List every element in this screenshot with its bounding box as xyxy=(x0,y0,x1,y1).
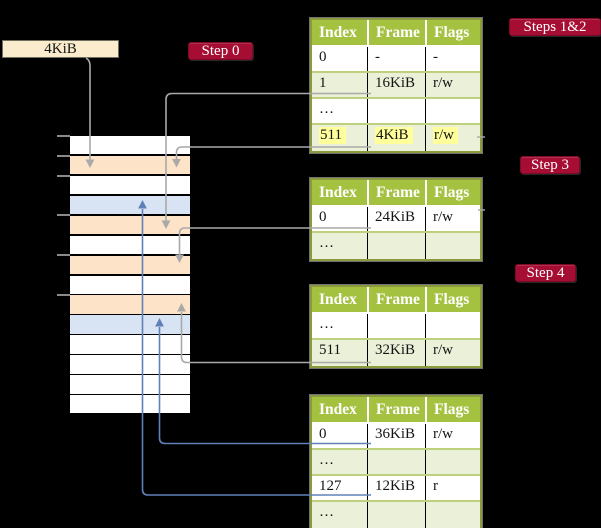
cell-index: 0 xyxy=(319,209,327,225)
highlight: 4KiB xyxy=(375,127,413,144)
table-row: 0 - - xyxy=(312,47,480,73)
memory-tick xyxy=(57,174,70,177)
table-row-ellipsis: … xyxy=(312,314,480,340)
memory-frame-row xyxy=(70,315,190,334)
cell-frame: 12KiB xyxy=(367,476,425,500)
column-header-flags: Flags xyxy=(425,20,480,45)
memory-tick xyxy=(57,154,70,157)
cell-index: … xyxy=(319,316,334,332)
cell-flags: r/w xyxy=(425,424,480,448)
cell-index: 0 xyxy=(319,49,327,65)
cell-index: 1 xyxy=(319,75,327,91)
column-header-index: Index xyxy=(319,291,357,308)
memory-tick xyxy=(57,214,70,216)
table-row: 127 12KiB r xyxy=(312,476,480,502)
cell-index: … xyxy=(319,235,334,251)
table-row: 511 32KiB r/w xyxy=(312,340,480,366)
column-header-index: Index xyxy=(319,184,357,201)
cell-index: 127 xyxy=(319,478,342,494)
memory-frame-row xyxy=(70,215,190,235)
frame-size-box: 4KiB xyxy=(2,40,119,58)
memory-frame-row xyxy=(70,195,190,215)
memory-frame-row xyxy=(70,235,190,255)
memory-frame-row xyxy=(70,375,190,394)
cell-index: … xyxy=(319,452,334,468)
highlight: r/w xyxy=(433,127,458,144)
memory-frame-row xyxy=(70,155,190,175)
column-header-flags: Flags xyxy=(425,397,480,422)
cell-flags: r/w xyxy=(425,125,480,151)
column-header-frame: Frame xyxy=(367,287,425,312)
step0-badge: Step 0 xyxy=(188,42,253,60)
table-row: 0 24KiB r/w xyxy=(312,207,480,233)
memory-frame-row xyxy=(70,255,190,274)
cell-frame xyxy=(367,233,425,259)
cell-flags xyxy=(425,99,480,123)
memory-frame-row xyxy=(70,175,190,195)
cell-index: 0 xyxy=(319,426,327,442)
cell-frame: 24KiB xyxy=(367,207,425,231)
memory-tick xyxy=(57,293,70,296)
memory-tick xyxy=(57,134,70,137)
cell-frame: 4KiB xyxy=(367,125,425,151)
cell-flags xyxy=(425,233,480,259)
memory-frame-row xyxy=(70,136,190,155)
table-header-row: Index Frame Flags xyxy=(312,20,480,47)
page-table-step4: Index Frame Flags … 511 32KiB r/w xyxy=(310,285,482,368)
column-header-frame: Frame xyxy=(367,180,425,205)
cell-flags: r/w xyxy=(425,340,480,366)
column-header-frame: Frame xyxy=(367,20,425,45)
step3-badge: Step 3 xyxy=(520,156,580,174)
table-header-row: Index Frame Flags xyxy=(312,180,480,207)
page-table-root: Index Frame Flags 0 - - 1 16KiB r/w … 51… xyxy=(310,18,482,153)
table-row: 1 16KiB r/w xyxy=(312,73,480,99)
cell-flags xyxy=(425,450,480,474)
cell-frame: 16KiB xyxy=(367,73,425,97)
memory-frame-row xyxy=(70,355,190,374)
cell-index: … xyxy=(319,101,334,117)
column-header-index: Index xyxy=(319,401,357,418)
cell-frame xyxy=(367,502,425,528)
table-row-ellipsis: … xyxy=(312,233,480,259)
highlight: 511 xyxy=(319,127,346,144)
cell-frame: - xyxy=(367,47,425,71)
step4-badge: Step 4 xyxy=(515,264,576,282)
cell-index: 511 xyxy=(319,342,341,358)
table-header-row: Index Frame Flags xyxy=(312,397,480,424)
cell-flags xyxy=(425,502,480,528)
cell-flags: r/w xyxy=(425,73,480,97)
memory-frame-row xyxy=(70,395,190,414)
page-table-leaf: Index Frame Flags 0 36KiB r/w … 127 12Ki… xyxy=(310,395,482,528)
memory-frame-row xyxy=(70,295,190,314)
table-row-ellipsis: … xyxy=(312,450,480,476)
cell-flags xyxy=(425,314,480,338)
table-row-highlighted: 511 4KiB r/w xyxy=(312,125,480,151)
cell-index: … xyxy=(319,504,334,520)
cell-frame xyxy=(367,99,425,123)
table-row-ellipsis: … xyxy=(312,502,480,528)
table-row-ellipsis: … xyxy=(312,99,480,125)
physical-memory-column xyxy=(70,136,190,414)
steps-1-2-badge: Steps 1&2 xyxy=(509,18,601,36)
cell-frame xyxy=(367,450,425,474)
table-row: 0 36KiB r/w xyxy=(312,424,480,450)
page-table-step3: Index Frame Flags 0 24KiB r/w … xyxy=(310,178,482,261)
memory-frame-row xyxy=(70,335,190,354)
memory-frame-row xyxy=(70,275,190,294)
column-header-flags: Flags xyxy=(425,287,480,312)
column-header-index: Index xyxy=(319,24,357,41)
cell-index: 511 xyxy=(312,125,367,151)
memory-tick xyxy=(57,254,70,256)
cell-flags: r/w xyxy=(425,207,480,231)
cell-frame xyxy=(367,314,425,338)
column-header-flags: Flags xyxy=(425,180,480,205)
cell-flags: r xyxy=(425,476,480,500)
cell-flags: - xyxy=(425,47,480,71)
cell-frame: 32KiB xyxy=(367,340,425,366)
column-header-frame: Frame xyxy=(367,397,425,422)
table-header-row: Index Frame Flags xyxy=(312,287,480,314)
cell-frame: 36KiB xyxy=(367,424,425,448)
